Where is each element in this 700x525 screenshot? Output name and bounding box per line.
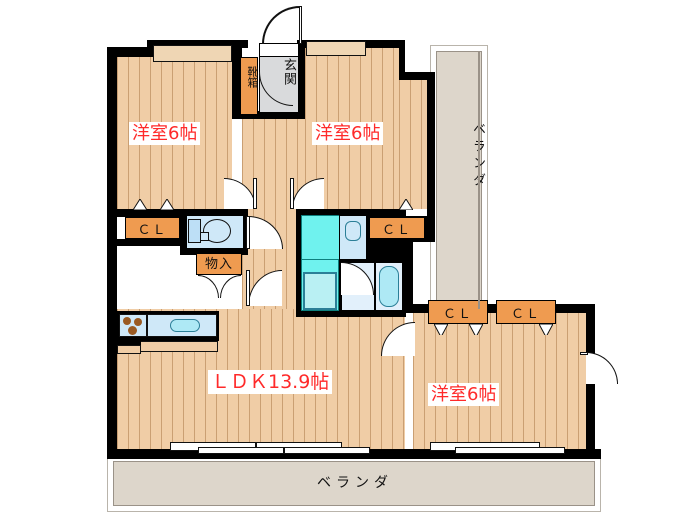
- exterior-wall-north-right-2: [399, 40, 405, 78]
- closet-cl-3-door-right[interactable]: [469, 324, 483, 335]
- veranda-east-label: ベランダ: [437, 122, 485, 190]
- closet-cl-1: ＣＬ: [125, 217, 180, 239]
- wall-cl1-top: [117, 209, 232, 217]
- closet-cl-4: ＣＬ: [496, 300, 556, 324]
- closet-cl-1-label: ＣＬ: [137, 222, 168, 238]
- ldk-window-3: [198, 447, 284, 454]
- entrance-step: [259, 43, 299, 57]
- toilet-tank: [188, 219, 201, 243]
- lavatory-basin: [345, 221, 361, 241]
- room-south-label-wrap: 洋室6帖: [428, 383, 500, 406]
- cooktop: [119, 314, 147, 337]
- exterior-wall-north-left: [107, 47, 147, 57]
- closet-cl-3-label: ＣＬ: [442, 306, 473, 322]
- entry-wall-south: [232, 111, 305, 119]
- veranda-divider: [478, 51, 480, 309]
- closet-cl-1-door-left[interactable]: [133, 199, 147, 210]
- exterior-wall-north-left-2: [147, 40, 247, 47]
- veranda-south-label: ベランダ: [317, 475, 393, 491]
- exterior-wall-south: [107, 449, 601, 459]
- toilet-seat-gap: [200, 232, 209, 241]
- storage-monoire-label: 物入: [204, 257, 233, 272]
- door-south-bedroom-east[interactable]: [586, 352, 618, 384]
- entry-wall-west: [232, 47, 242, 119]
- door-left-bedroom-leaf[interactable]: [253, 178, 257, 209]
- storage-door-right[interactable]: [220, 275, 241, 298]
- kitchen-counter-stub-2: [117, 345, 141, 354]
- closet-cl-1-door-right[interactable]: [160, 199, 174, 210]
- closet-cl-4-label: ＣＬ: [510, 306, 541, 322]
- door-right-bedroom-leaf[interactable]: [290, 178, 294, 209]
- room-label-western-left: 洋室6帖: [129, 122, 201, 145]
- burner-1: [123, 317, 131, 325]
- room-label-ldk: ＬＤＫ13.9帖: [208, 370, 333, 394]
- room-right-top-closet: [306, 41, 366, 56]
- exterior-wall-west: [107, 47, 117, 459]
- room-label-western-right: 洋室6帖: [312, 122, 384, 145]
- door-hall-to-ldk-leaf[interactable]: [246, 270, 250, 306]
- room-western-south: [413, 313, 586, 449]
- entry-wall-east: [297, 47, 305, 119]
- entrance-door-leaf[interactable]: [299, 6, 302, 44]
- shoe-box: 靴箱: [240, 57, 259, 115]
- closet-cl-4-door[interactable]: [539, 324, 553, 335]
- closet-cl-2: [369, 217, 425, 239]
- closet-cl-3-door-left[interactable]: [434, 324, 448, 335]
- exterior-wall-east-mid: [405, 216, 413, 312]
- washing-machine: [303, 272, 337, 310]
- ldk-label-wrap: ＬＤＫ13.9帖: [208, 370, 333, 394]
- south-bedroom-window-2: [455, 447, 565, 454]
- room-left-top-closet: [153, 45, 232, 62]
- door-toilet-leaf[interactable]: [246, 216, 250, 249]
- exterior-wall-south-right: [405, 449, 595, 459]
- shoe-box-label: 靴箱: [246, 66, 259, 88]
- closet-cl-2-door[interactable]: [399, 199, 413, 210]
- wall-jog-ne: [399, 40, 405, 48]
- exterior-wall-step-b: [399, 72, 435, 80]
- bathtub: [379, 266, 399, 307]
- exterior-wall-east-upper: [427, 72, 435, 224]
- closet-cl-2-labelbox: ＣＬ: [369, 217, 425, 239]
- storage-door-left[interactable]: [198, 275, 219, 298]
- closet-cl-2-label: ＣＬ: [381, 222, 412, 238]
- ldk-window-4: [284, 447, 370, 454]
- kitchen-counter-stub: [117, 341, 141, 345]
- kitchen-sink: [147, 314, 217, 337]
- room-label-western-south: 洋室6帖: [428, 383, 500, 406]
- veranda-east: ベランダ: [436, 51, 485, 309]
- door-south-bedroom-east-leaf[interactable]: [580, 352, 588, 355]
- entrance-door-swing[interactable]: [262, 6, 300, 44]
- wall-cl1-bottom: [117, 239, 180, 246]
- burner-2: [134, 318, 142, 326]
- sink-basin: [170, 319, 200, 332]
- burner-3: [128, 326, 137, 335]
- room-western-right-ext: [399, 80, 427, 209]
- veranda-south: ベランダ: [113, 461, 595, 506]
- kitchen-counter-front: [140, 341, 218, 352]
- storage-monoire: 物入: [196, 253, 242, 275]
- exterior-wall-step-a: [147, 40, 153, 57]
- exterior-wall-north-mid: [232, 40, 248, 48]
- room-left-label-wrap: 洋室6帖: [129, 122, 201, 145]
- room-right-label-wrap: 洋室6帖: [312, 122, 384, 145]
